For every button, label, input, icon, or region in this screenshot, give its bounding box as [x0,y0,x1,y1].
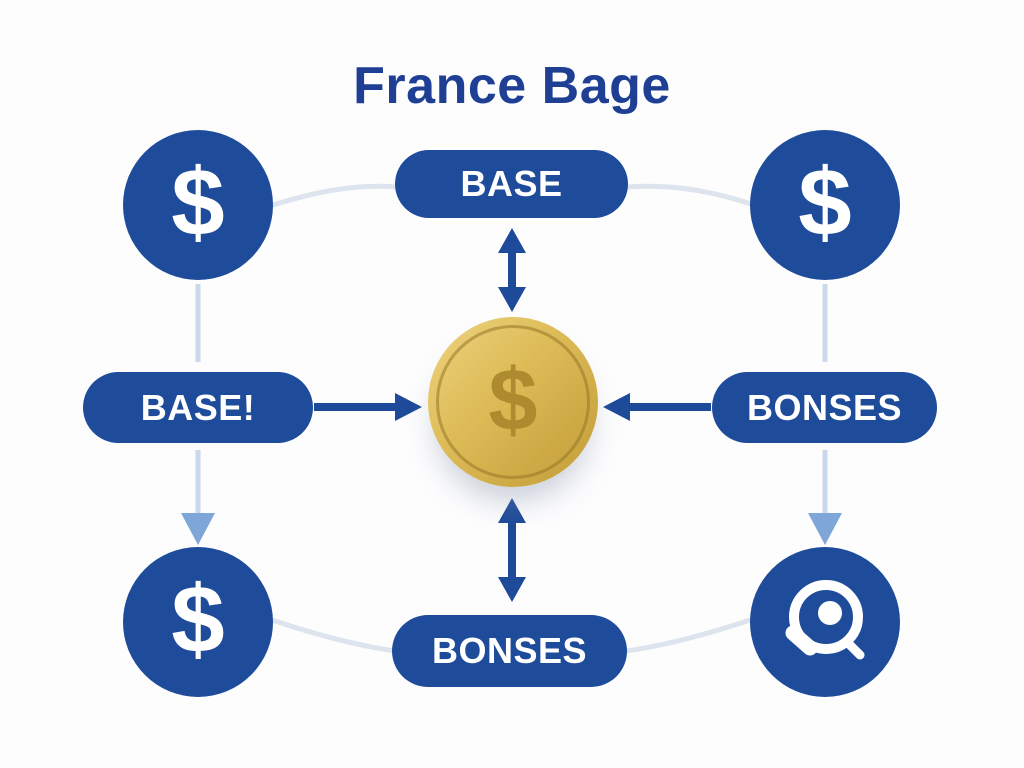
magnifier-icon [785,580,865,660]
gold-coin: $ [428,317,598,487]
pill-label: BASE! [140,386,256,428]
light-arrow-baseleft-to-bottomleft [181,450,215,545]
pill-bonses-bottom: BONSES [392,615,627,687]
circle-magnifier-bottom-right [750,547,900,697]
dollar-icon: $ [171,566,225,673]
pill-label: BONSES [746,386,903,428]
double-arrow-base-coin [498,228,526,312]
pill-base-top: BASE [395,150,628,218]
pill-label: BASE [460,163,563,204]
page-title: France Bage [353,57,671,115]
light-arrow-bonsesright-to-bottomright [808,450,842,545]
curve-bonses-to-bottomright [623,617,753,654]
double-arrow-coin-bonses [498,498,526,602]
pill-base-left: BASE! [83,372,313,443]
curve-bottomleft-to-bonses [269,617,398,654]
coin-dollar-icon: $ [488,350,538,449]
curve-topleft-to-base [267,183,400,209]
circle-dollar-top-left: $ [123,130,273,280]
circle-dollar-top-right: $ [750,130,900,280]
dollar-icon: $ [798,149,852,256]
pill-label: BONSES [431,630,588,671]
pill-bonses-right: BONSES [712,372,937,443]
coin-inner-ring [436,325,590,479]
arrow-bonsesright-to-coin [603,393,711,421]
circle-dollar-bottom-left: $ [123,547,273,697]
dollar-icon: $ [171,149,225,256]
curve-base-to-topright [624,183,760,209]
arrow-baseleft-to-coin [314,393,422,421]
